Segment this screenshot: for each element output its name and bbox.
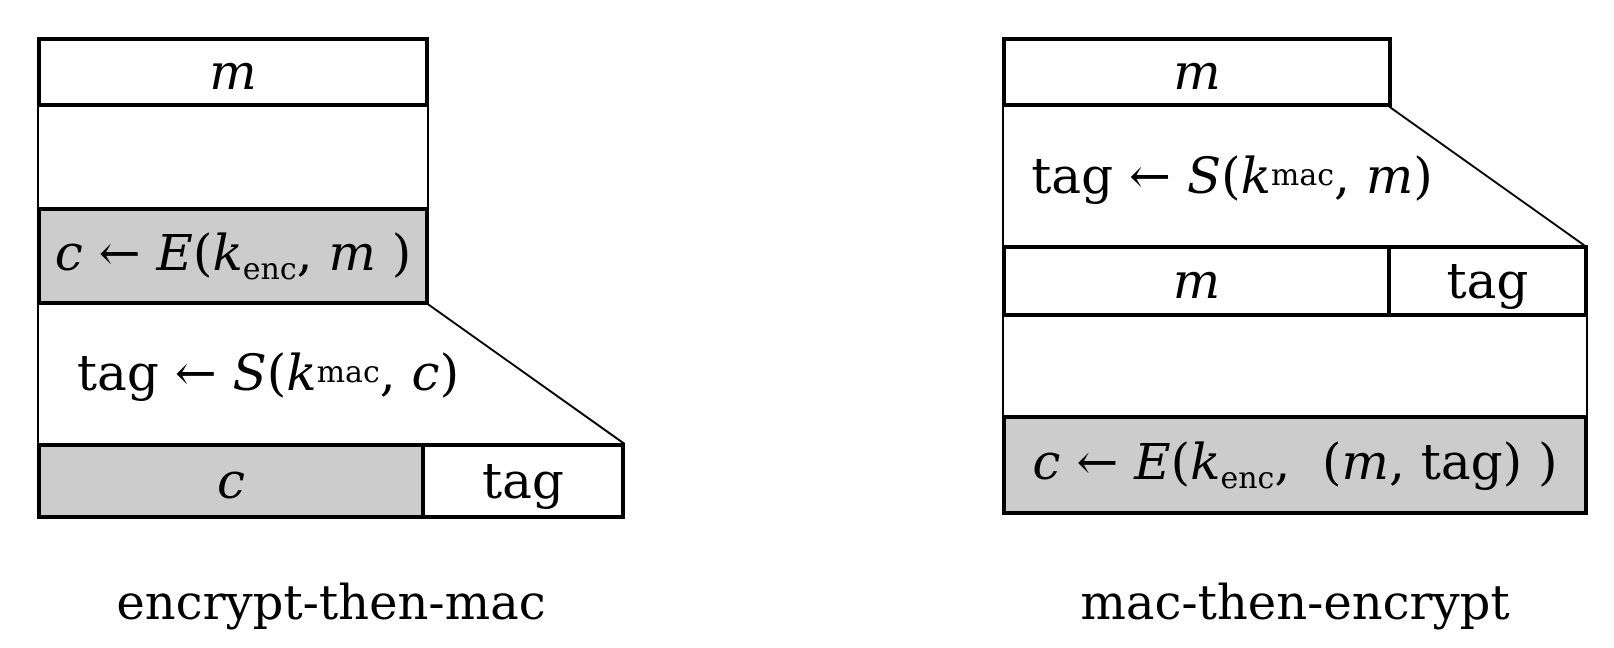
etm-encrypt-formula: c ← E(kenc, m ) (54, 223, 412, 287)
etm-output-tag-cell: tag (425, 447, 621, 515)
etm-message-box: m (37, 37, 429, 107)
mte-mtag-tag-cell: tag (1391, 249, 1584, 313)
etm-output-cipher-label: c (216, 452, 245, 510)
etm-left-lower-connector-line (37, 303, 39, 445)
mte-caption: mac-then-encrypt (1080, 575, 1510, 631)
etm-output-tag-label: tag (482, 452, 564, 510)
mte-left-lower-connector-line (1002, 315, 1004, 417)
mte-mtag-message-cell: m (1006, 249, 1391, 313)
mte-encrypt-box: c ← E(kenc, (m, tag) ) (1002, 415, 1588, 515)
etm-right-connector-line (427, 105, 429, 209)
mte-mtag-row: m tag (1002, 245, 1588, 317)
etm-left-connector-line (37, 105, 39, 209)
mte-left-upper-connector-line (1002, 105, 1004, 247)
mte-right-lower-connector-line (1586, 315, 1588, 417)
mte-mtag-message-label: m (1172, 252, 1221, 310)
mte-mtag-tag-label: tag (1446, 252, 1529, 310)
mte-message-box: m (1002, 37, 1392, 107)
etm-encrypt-box: c ← E(kenc, m ) (37, 207, 429, 305)
etm-output-cipher-cell: c (41, 447, 425, 515)
etm-caption: encrypt-then-mac (116, 575, 546, 631)
etm-message-label: m (209, 43, 257, 101)
etm-output-row: c tag (37, 443, 625, 519)
mte-message-label: m (1173, 43, 1221, 101)
mte-encrypt-formula: c ← E(kenc, (m, tag) ) (1032, 432, 1558, 496)
